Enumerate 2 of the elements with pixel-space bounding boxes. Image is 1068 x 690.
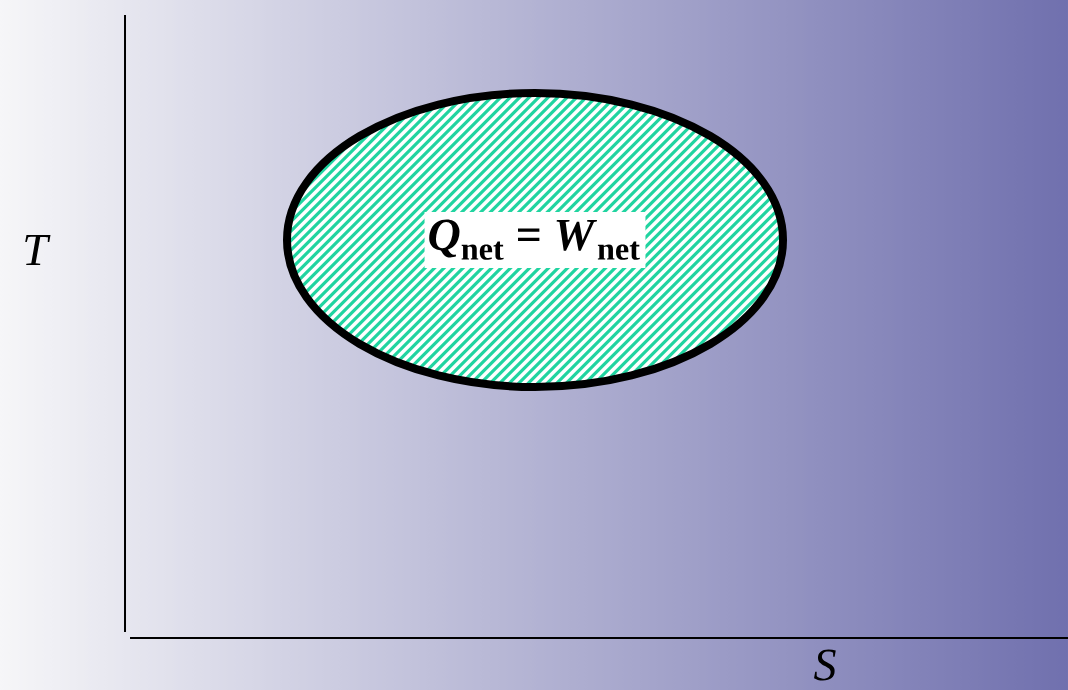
axis-label: S xyxy=(814,649,836,681)
axis-label: T xyxy=(25,234,51,266)
